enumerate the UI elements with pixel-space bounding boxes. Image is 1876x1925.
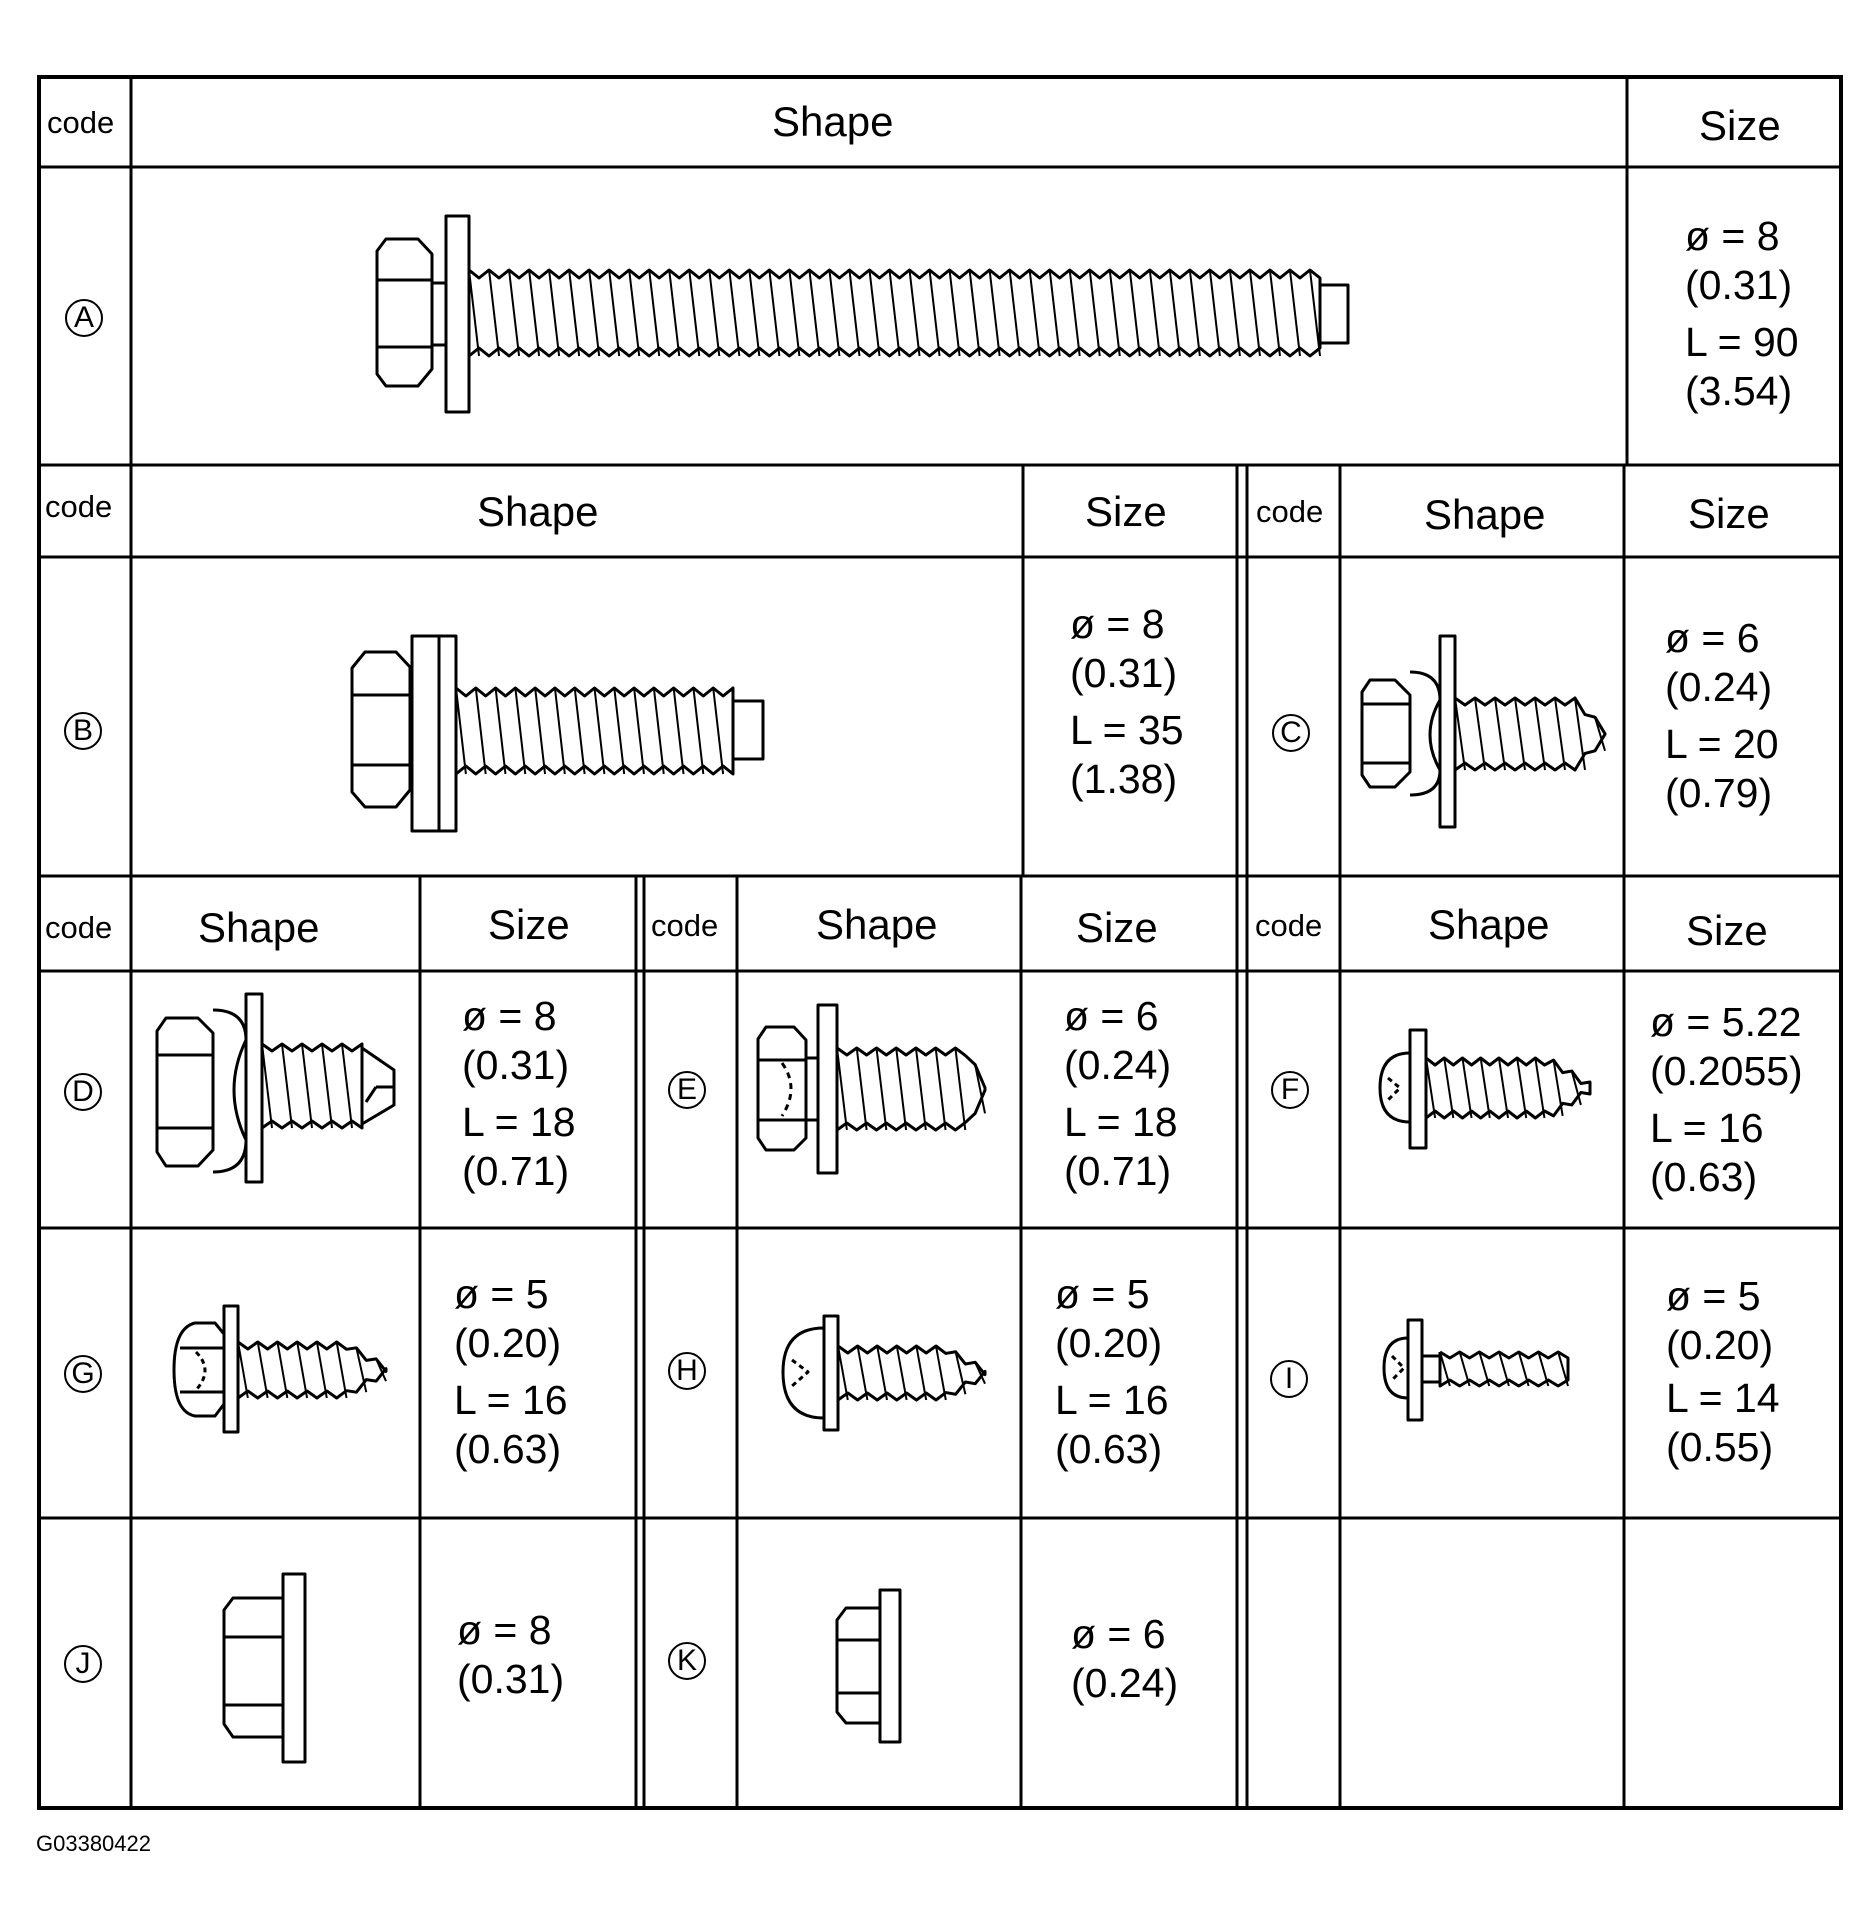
header-shape-a: Shape <box>772 98 894 145</box>
code-badge-j: J <box>64 1645 102 1683</box>
header-size-a: Size <box>1699 102 1781 149</box>
header-code-a: code <box>47 105 115 140</box>
header-shape-b: Shape <box>477 488 599 535</box>
header-shape-d: Shape <box>198 904 320 951</box>
header-shape-e: Shape <box>816 901 938 948</box>
code-badge-g: G <box>64 1355 102 1393</box>
header-code-c: code <box>1256 494 1324 529</box>
code-badge-i: I <box>1270 1360 1308 1398</box>
size-g: ø = 5(0.20) L = 16(0.63) <box>454 1271 568 1472</box>
code-badge-c: C <box>1272 714 1310 752</box>
figure-id: G03380422 <box>36 1831 151 1856</box>
header-size-d: Size <box>488 901 570 948</box>
header-code-d: code <box>45 910 113 945</box>
size-f: ø = 5.22(0.2055) L = 16(0.63) <box>1650 999 1803 1200</box>
size-b: ø = 8(0.31) L = 35(1.38) <box>1070 601 1184 802</box>
header-size-c: Size <box>1688 490 1770 537</box>
code-badge-k: K <box>668 1642 706 1680</box>
size-a: ø = 8(0.31) L = 90(3.54) <box>1685 213 1799 414</box>
header-code-b: code <box>45 489 113 524</box>
header-size-b: Size <box>1085 488 1167 535</box>
header-size-e: Size <box>1076 904 1158 951</box>
size-j: ø = 8(0.31) <box>457 1607 565 1702</box>
size-i: ø = 5(0.20) L = 14(0.55) <box>1666 1273 1780 1470</box>
code-badge-h: H <box>668 1352 706 1390</box>
size-h: ø = 5(0.20) L = 16(0.63) <box>1055 1271 1169 1472</box>
header-shape-f: Shape <box>1428 901 1550 948</box>
code-badge-e: E <box>668 1071 706 1109</box>
code-badge-d: D <box>64 1073 102 1111</box>
header-shape-c: Shape <box>1424 491 1546 538</box>
size-k: ø = 6(0.24) <box>1071 1611 1179 1706</box>
code-badge-a: A <box>65 299 103 337</box>
code-badge-b: B <box>64 712 102 750</box>
size-e: ø = 6(0.24) L = 18(0.71) <box>1064 993 1178 1194</box>
size-d: ø = 8(0.31) L = 18(0.71) <box>462 993 576 1194</box>
header-size-f: Size <box>1686 907 1768 954</box>
size-c: ø = 6(0.24) L = 20(0.79) <box>1665 615 1779 816</box>
header-code-e: code <box>651 908 719 943</box>
header-code-f: code <box>1255 908 1323 943</box>
code-badge-f: F <box>1271 1071 1309 1109</box>
